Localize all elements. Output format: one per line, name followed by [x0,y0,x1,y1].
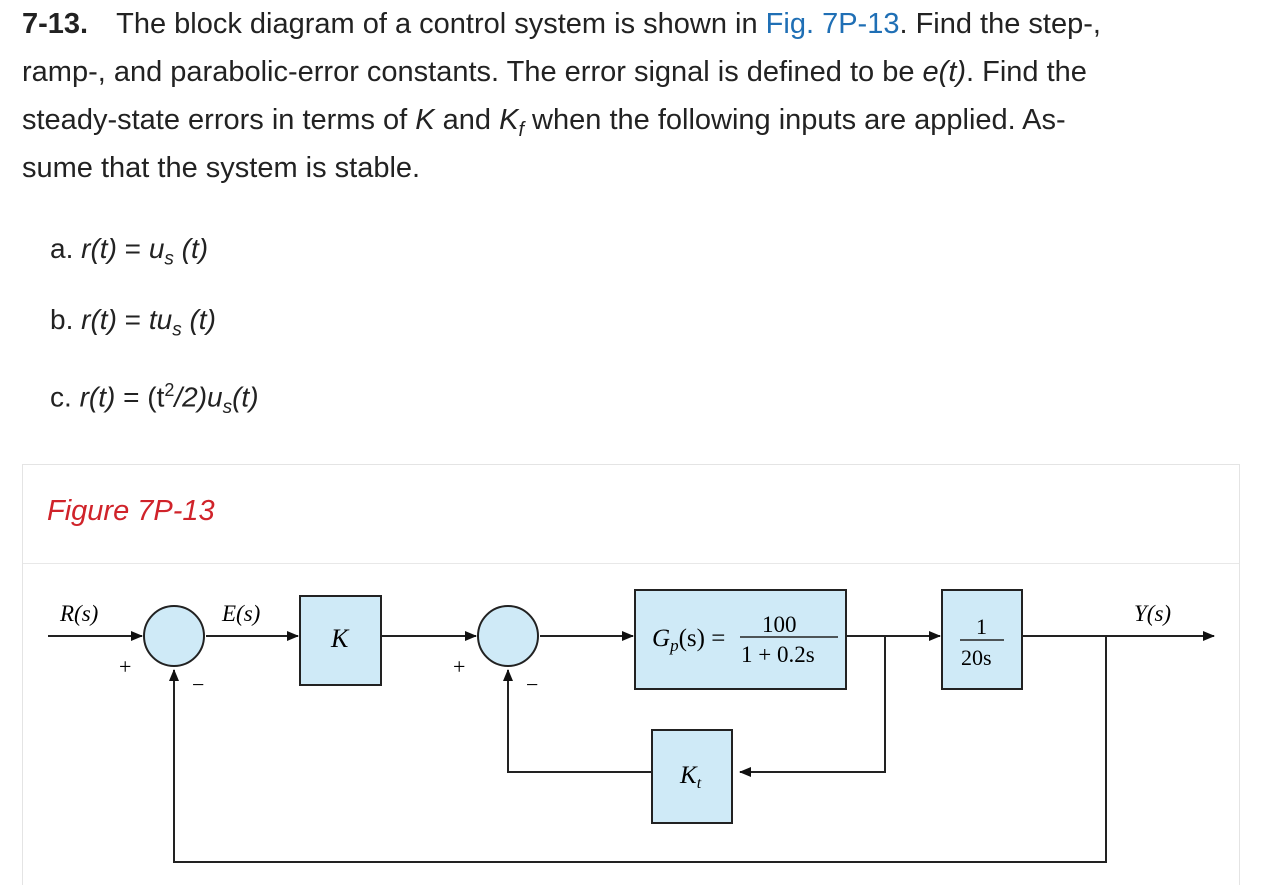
output-label: Y(s) [1134,601,1171,626]
integrator-numerator: 1 [976,614,987,639]
figure-reference-link[interactable]: Fig. 7P-13 [765,8,900,40]
plus-sign: + [453,654,465,679]
list-item: c. r(t) = (t2/2)us(t) [50,370,259,428]
item-math: (t) [181,304,216,335]
plant-label-main: G [652,625,670,652]
figure-title: Figure 7P-13 [47,495,215,527]
gain-block [299,595,382,686]
item-math: = [116,304,149,335]
plant-numerator: 100 [762,612,797,637]
plant-label-subscript: p [669,636,679,655]
item-math: tu [148,304,173,335]
plant-label: Gp(s) = [652,625,725,655]
tachometer-block [651,729,733,824]
problem-text: and [434,104,500,136]
rate-feedback-return-line [503,669,652,773]
item-math: r(t) [81,304,117,335]
error-label: E(s) [221,601,260,626]
item-math: r(t) [81,233,117,264]
feedback-gain-subscript: f [518,118,524,141]
summing-junction-1 [143,605,205,667]
item-math: = (t [115,381,165,413]
problem-text: . Find the step-, [899,8,1101,40]
problem-text: when the following inputs are applied. A… [524,104,1066,136]
plus-sign: + [119,654,131,679]
item-math: s [172,319,182,341]
figure-header: Figure 7P-13 [23,465,1239,564]
problem-number: 7-13. [22,8,89,40]
item-math: = [116,233,149,264]
item-math: (t) [173,233,209,264]
item-math: u [148,233,165,264]
item-math: s [164,248,174,270]
tachometer-label-main: K [679,762,698,789]
item-math: (t) [232,381,259,413]
gain-block-label: K [330,624,350,653]
problem-text: sume that the system is stable. [22,152,421,184]
item-label: a. [50,233,74,264]
problem-text: . Find the [966,56,1087,88]
item-label: b. [50,304,74,335]
integrator-denominator: 20s [961,645,992,670]
tachometer-label-subscript: t [697,775,702,792]
list-item: a. r(t) = us (t) [50,229,208,280]
item-math: 2 [164,380,175,400]
minus-sign: − [526,672,538,697]
gain-symbol: K [415,104,435,136]
item-math: /2)u [174,381,223,413]
minus-sign: − [192,672,204,697]
problem-text: The block diagram of a control system is… [116,8,766,40]
plant-block [634,589,847,690]
item-math: r(t) [79,381,116,413]
list-item: b. r(t) = tus (t) [50,300,216,351]
feedback-gain-symbol: K [499,104,519,136]
tachometer-label: Kt [679,762,702,792]
item-math: s [222,396,233,418]
plant-denominator: 1 + 0.2s [741,642,815,667]
problem-text: ramp-, and parabolic-error constants. Th… [22,56,923,88]
error-signal-symbol: e(t) [922,56,967,88]
rate-feedback-line [739,636,886,777]
summing-junction-2 [477,605,539,667]
figure-card: Figure 7P-13 [22,464,1240,885]
unity-feedback-line [169,636,1107,863]
problem-text: steady-state errors in terms of [22,104,416,136]
item-label: c. [50,381,72,413]
input-label: R(s) [59,601,98,626]
plant-label-equals: (s) = [679,625,726,652]
